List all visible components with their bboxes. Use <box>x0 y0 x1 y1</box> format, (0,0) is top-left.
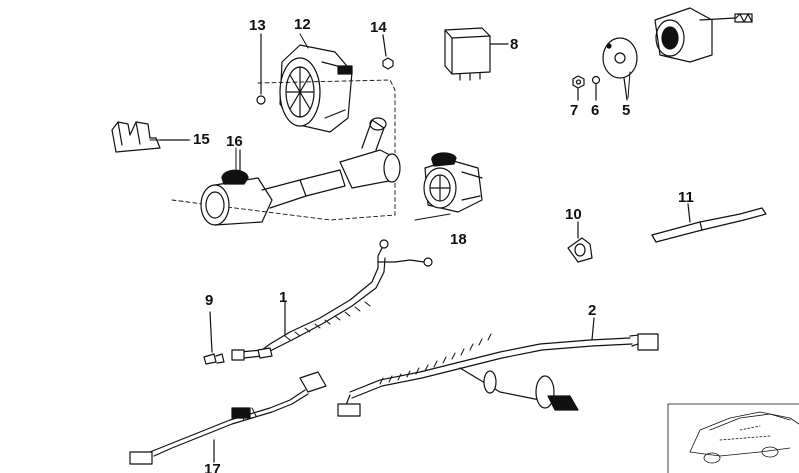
nut-drawing <box>591 75 601 101</box>
hex-nut-drawing <box>572 75 585 101</box>
callout-15: 15 <box>193 131 210 148</box>
small-nut-drawing <box>382 34 394 70</box>
callout-18: 18 <box>450 231 467 248</box>
callout-12: 12 <box>294 16 311 33</box>
callout-6: 6 <box>591 102 600 119</box>
wiring-harness-2-drawing <box>337 317 659 417</box>
callout-17: 17 <box>204 461 221 473</box>
callout-16: 16 <box>226 133 243 150</box>
adapter-cable-drawing <box>200 117 401 226</box>
callout-13: 14 <box>370 19 387 36</box>
connector-clip-drawing <box>111 121 189 153</box>
callout-10: 10 <box>565 206 582 223</box>
socket-cover-plate-drawing <box>602 37 638 101</box>
leader-lines <box>149 33 631 221</box>
bulb-drawing <box>203 311 225 365</box>
callout-9: 9 <box>205 292 214 309</box>
callout-8: 8 <box>510 36 519 53</box>
callout-14: 13 <box>249 17 266 34</box>
guide-dashed-lines <box>171 79 396 221</box>
callout-11: 11 <box>678 189 694 206</box>
relay-drawing <box>444 27 509 81</box>
wiring-harness-1-drawing <box>231 239 433 361</box>
callout-7: 7 <box>570 102 579 119</box>
callout-1: 1 <box>279 289 288 306</box>
wiring-harness-17-drawing <box>129 371 327 465</box>
bolt-drawing <box>256 33 266 105</box>
car-silhouette-icon <box>667 403 799 473</box>
callout-5: 5 <box>622 102 631 119</box>
trailer-socket-drawing <box>423 152 483 213</box>
callout-2: 2 <box>588 302 597 319</box>
top-right-socket-drawing <box>654 7 753 63</box>
socket-housing-drawing <box>279 44 353 133</box>
cable-tie-drawing <box>651 203 767 243</box>
cable-clip-drawing <box>567 221 593 263</box>
